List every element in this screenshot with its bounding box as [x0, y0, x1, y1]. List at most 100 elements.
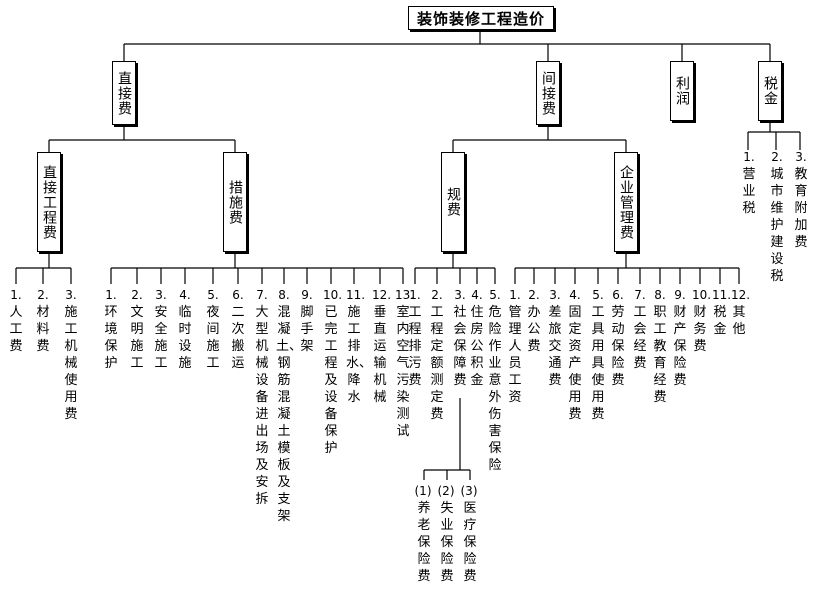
- item-text: 已完工程及设备保护: [324, 305, 338, 456]
- item-number: 7.: [634, 288, 646, 302]
- fees-item: 4. 住房公积金: [469, 288, 485, 389]
- item-number: 9.: [301, 288, 313, 302]
- item-text: 临时设施: [178, 305, 192, 371]
- social-security-item: (1) 养老保险费: [414, 484, 432, 585]
- item-text: 工程排污费: [408, 305, 422, 388]
- management-item: 3.差旅交通费: [547, 288, 563, 389]
- item-number: (1): [414, 484, 432, 498]
- measures-item: 2.文明施工: [129, 288, 145, 372]
- item-number: 1.: [105, 288, 117, 302]
- management-item: 10.财务费: [692, 288, 711, 355]
- item-text: 养老保险费: [417, 501, 431, 584]
- tax-label: 税金: [762, 76, 778, 106]
- item-text: 危险作业意外伤害保险: [488, 305, 502, 473]
- measures-item: 12. 垂直运输机械: [372, 288, 392, 406]
- item-number: 8.: [278, 288, 290, 302]
- item-text: 工会经费: [633, 305, 647, 371]
- item-number: 1.: [743, 150, 755, 164]
- item-number: 2.: [431, 288, 443, 302]
- measures-item: 5. 夜间施工: [205, 288, 221, 372]
- item-number: 4.: [471, 288, 483, 302]
- root-label: 装饰装修工程造价: [416, 9, 545, 28]
- management-item: 12.其他: [731, 288, 751, 338]
- item-text: 失业保险费: [440, 501, 454, 584]
- social-security-item: (3) 医疗保险费: [460, 484, 478, 585]
- management-item: 9. 财产保险费: [672, 288, 688, 389]
- root-node: 装饰装修工程造价: [408, 6, 554, 30]
- item-number: 9.: [674, 288, 686, 302]
- measures-item: 4. 临时设施: [177, 288, 193, 372]
- item-number: 12.: [731, 288, 751, 302]
- item-number: 1.: [10, 288, 22, 302]
- item-number: 2.: [771, 150, 783, 164]
- management-item: 5. 工具用具使用费: [590, 288, 606, 423]
- item-number: 4.: [569, 288, 581, 302]
- management-item: 6.劳动保险费: [610, 288, 626, 389]
- item-text: 固定资产使用费: [568, 305, 582, 422]
- item-number: 3.: [454, 288, 466, 302]
- item-text: 税金: [713, 305, 727, 337]
- item-number: 13.: [395, 288, 415, 302]
- item-number: 3.: [65, 288, 77, 302]
- management-item: 7. 工会经费: [632, 288, 648, 372]
- management-item: 2.办公费: [526, 288, 542, 355]
- item-text: 二次搬运: [231, 305, 245, 371]
- direct-engineering-node: 直接工程费: [37, 152, 61, 252]
- item-number: 1.: [409, 288, 421, 302]
- item-text: 材料费: [36, 305, 50, 354]
- item-text: 夜间施工: [206, 305, 220, 371]
- item-number: 11.: [712, 288, 732, 302]
- item-text: 垂直运输机械: [373, 305, 387, 405]
- item-text: 医疗保险费: [463, 501, 477, 584]
- fees-item: 1. 工程排污费: [407, 288, 423, 389]
- item-number: 5.: [489, 288, 501, 302]
- direct-engineering-item: 3.施工机械使用费: [63, 288, 79, 423]
- indirect-cost-node: 间接费: [536, 61, 560, 125]
- item-text: 施工排水、降水: [346, 305, 373, 405]
- item-text: 管理人员工资: [508, 305, 522, 405]
- fees-item: 3. 社会保障费: [452, 288, 468, 389]
- item-number: (2): [437, 484, 455, 498]
- item-text: 住房公积金: [470, 305, 484, 388]
- item-number: 2.: [37, 288, 49, 302]
- item-text: 社会保障费: [453, 305, 467, 388]
- item-number: 3.: [155, 288, 167, 302]
- item-text: 财务费: [693, 305, 707, 354]
- tax-item: 1.营业税: [740, 150, 758, 217]
- item-text: 工程定额测定费: [430, 305, 444, 422]
- item-text: 室内空气污染测试: [396, 305, 410, 439]
- direct-engineering-label: 直接工程费: [41, 164, 57, 240]
- management-node: 企业管理费: [614, 152, 638, 252]
- measures-item: 13. 室内空气污染测试: [395, 288, 415, 440]
- fees-label: 规费: [445, 187, 461, 217]
- social-security-item: (2) 失业保险费: [437, 484, 455, 585]
- item-number: 5.: [592, 288, 604, 302]
- item-number: 5.: [207, 288, 219, 302]
- profit-node: 利润: [670, 61, 694, 121]
- item-text: 劳动保险费: [611, 305, 625, 388]
- management-label: 企业管理费: [618, 164, 634, 240]
- item-text: 人工费: [9, 305, 23, 354]
- item-text: 文明施工: [130, 305, 144, 371]
- item-number: 12.: [372, 288, 392, 302]
- direct-engineering-item: 1. 人工费: [8, 288, 24, 355]
- item-number: 3.: [549, 288, 561, 302]
- management-item: 1.管理人员工资: [507, 288, 523, 406]
- measures-item: 6.二次搬运: [230, 288, 246, 372]
- tax-node: 税金: [758, 61, 782, 121]
- tax-item: 3.教育附加费: [792, 150, 810, 251]
- measures-node: 措施费: [223, 152, 247, 252]
- item-text: 职工教育经费: [653, 305, 667, 405]
- management-item: 8. 职工教育经费: [652, 288, 668, 406]
- item-number: 4.: [179, 288, 191, 302]
- item-text: 财产保险费: [673, 305, 687, 388]
- item-text: 办公费: [527, 305, 541, 354]
- item-text: 脚手架: [300, 305, 314, 354]
- item-number: 8.: [654, 288, 666, 302]
- item-number: (3): [460, 484, 478, 498]
- measures-item: 9. 脚手架: [299, 288, 315, 355]
- item-text: 工具用具使用费: [591, 305, 605, 422]
- fees-node: 规费: [441, 152, 465, 252]
- direct-cost-label: 直接费: [116, 70, 132, 116]
